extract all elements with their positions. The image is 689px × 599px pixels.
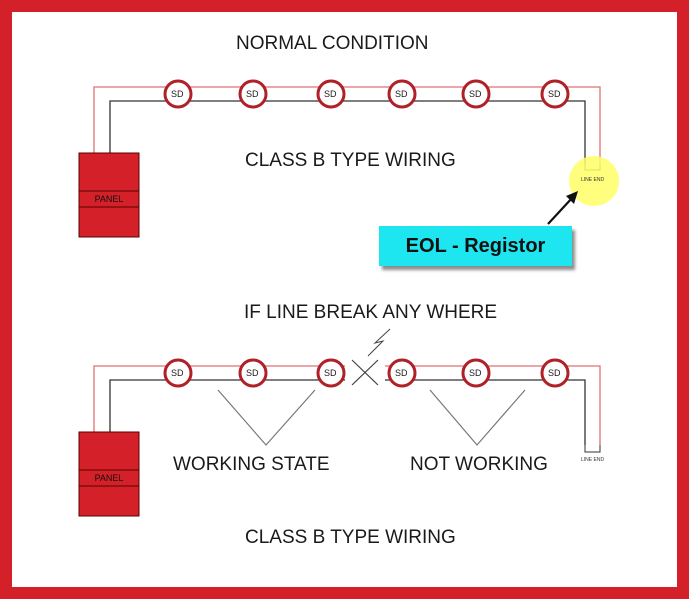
eol-highlight <box>569 156 619 206</box>
smoke-detector-icon <box>387 358 417 388</box>
not-working-bracket <box>429 389 526 446</box>
sd-label: SD <box>171 89 184 99</box>
working-state-label: WORKING STATE <box>173 454 330 475</box>
top-detectors <box>163 79 570 109</box>
top-title: NORMAL CONDITION <box>236 33 429 54</box>
sd-label: SD <box>469 368 482 378</box>
smoke-detector-icon <box>540 358 570 388</box>
smoke-detector-icon <box>540 79 570 109</box>
smoke-detector-icon <box>316 358 346 388</box>
bottom-panel <box>78 431 140 517</box>
working-bracket <box>217 389 316 446</box>
bottom-wire-inner <box>109 379 586 445</box>
top-wire-inner <box>109 100 586 165</box>
bottom-title: IF LINE BREAK ANY WHERE <box>244 302 498 323</box>
lightning-icon <box>367 328 391 357</box>
eol-callout-text: EOL - Registor <box>405 234 546 257</box>
sd-label: SD <box>324 89 337 99</box>
eol-arrow <box>547 196 574 225</box>
bottom-line-end-label: LINE END <box>581 457 605 463</box>
sd-label: SD <box>395 89 408 99</box>
bottom-panel-label: PANEL <box>94 473 124 483</box>
smoke-detector-icon <box>163 358 193 388</box>
not-working-label: NOT WORKING <box>410 454 548 475</box>
sd-label: SD <box>246 89 259 99</box>
eol-arrowhead <box>566 191 578 204</box>
eol-callout: EOL - Registor <box>379 226 572 266</box>
sd-label: SD <box>469 89 482 99</box>
sd-label: SD <box>324 368 337 378</box>
break-mark <box>351 359 379 386</box>
smoke-detector-icon <box>316 79 346 109</box>
smoke-detector-icon <box>387 79 417 109</box>
top-wire-outer <box>93 86 601 165</box>
smoke-detector-icon <box>238 79 268 109</box>
smoke-detector-icon <box>163 79 193 109</box>
top-line-end-label: LINE END <box>581 177 605 183</box>
smoke-detector-icon <box>461 358 491 388</box>
sd-label: SD <box>548 368 561 378</box>
top-wiring-label: CLASS B TYPE WIRING <box>245 150 456 171</box>
top-panel <box>78 152 140 238</box>
bottom-detectors <box>163 358 570 388</box>
sd-label: SD <box>171 368 184 378</box>
bottom-wiring-label: CLASS B TYPE WIRING <box>245 527 456 548</box>
sd-label: SD <box>246 368 259 378</box>
smoke-detector-icon <box>461 79 491 109</box>
sd-label: SD <box>395 368 408 378</box>
sd-label: SD <box>548 89 561 99</box>
smoke-detector-icon <box>238 358 268 388</box>
bottom-eol-resistor <box>584 445 601 453</box>
top-panel-label: PANEL <box>94 194 124 204</box>
